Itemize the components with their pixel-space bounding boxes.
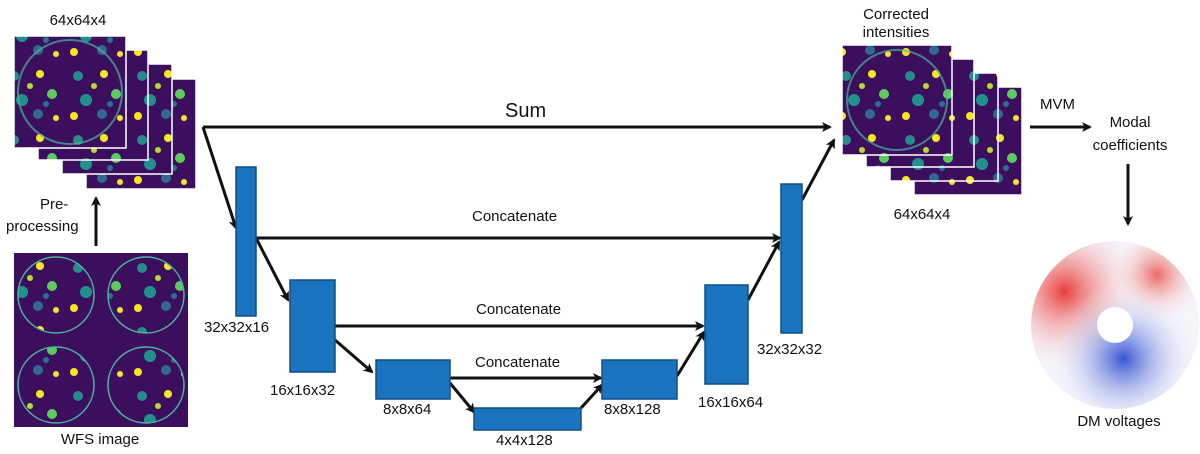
down-arrow-1 bbox=[201, 126, 239, 230]
enc2-block bbox=[289, 279, 336, 373]
output-stack-size-label: 64x64x4 bbox=[893, 206, 951, 223]
output-image-stack bbox=[841, 44, 1023, 196]
concat-top-label: Concatenate bbox=[472, 208, 558, 225]
dm-voltage-map bbox=[1031, 241, 1199, 409]
preprocessing-label-line1: Pre- bbox=[40, 196, 69, 213]
enc1-size-label: 32x32x16 bbox=[204, 319, 270, 336]
output-title-line1: Corrected bbox=[863, 6, 929, 23]
dm-voltages-label: DM voltages bbox=[1077, 413, 1161, 430]
preprocessing-label-line2: processing bbox=[6, 218, 79, 235]
input-stack-size-label: 64x64x4 bbox=[49, 12, 107, 29]
dec1-block bbox=[780, 183, 803, 334]
arrows bbox=[91, 122, 1133, 414]
dec3-size-label: 8x8x128 bbox=[604, 401, 661, 418]
bottleneck-size-label: 4x4x128 bbox=[496, 432, 553, 449]
up-arrow-1 bbox=[579, 383, 604, 410]
dec2-size-label: 16x16x64 bbox=[698, 394, 764, 411]
up-arrow-3 bbox=[746, 240, 781, 301]
input-image-stack bbox=[13, 35, 197, 190]
sum-label: Sum bbox=[505, 100, 547, 122]
output-title-line2: intensities bbox=[862, 24, 930, 41]
modal-label-line1: Modal bbox=[1109, 114, 1151, 131]
down-arrow-4 bbox=[448, 382, 476, 414]
concat-low-label: Concatenate bbox=[475, 354, 561, 371]
concat-mid-label: Concatenate bbox=[476, 301, 562, 318]
up-arrow-4 bbox=[800, 138, 836, 201]
mvm-label: MVM bbox=[1040, 96, 1075, 113]
unet-blocks bbox=[235, 166, 803, 431]
up-arrow-2 bbox=[675, 330, 706, 377]
down-arrow-2 bbox=[254, 237, 290, 302]
wfs-image bbox=[14, 253, 188, 427]
dec1-size-label: 32x32x32 bbox=[757, 341, 823, 358]
enc2-size-label: 16x16x32 bbox=[270, 382, 336, 399]
dec2-block bbox=[704, 284, 749, 385]
enc1-block bbox=[235, 166, 257, 317]
bottleneck-block bbox=[473, 407, 582, 431]
enc3-size-label: 8x8x64 bbox=[383, 401, 432, 418]
down-arrow-3 bbox=[334, 338, 374, 374]
enc3-block bbox=[375, 359, 451, 400]
modal-label-line2: coefficients bbox=[1092, 137, 1168, 154]
wfs-image-label: WFS image bbox=[60, 431, 140, 448]
dec3-block bbox=[601, 359, 678, 400]
